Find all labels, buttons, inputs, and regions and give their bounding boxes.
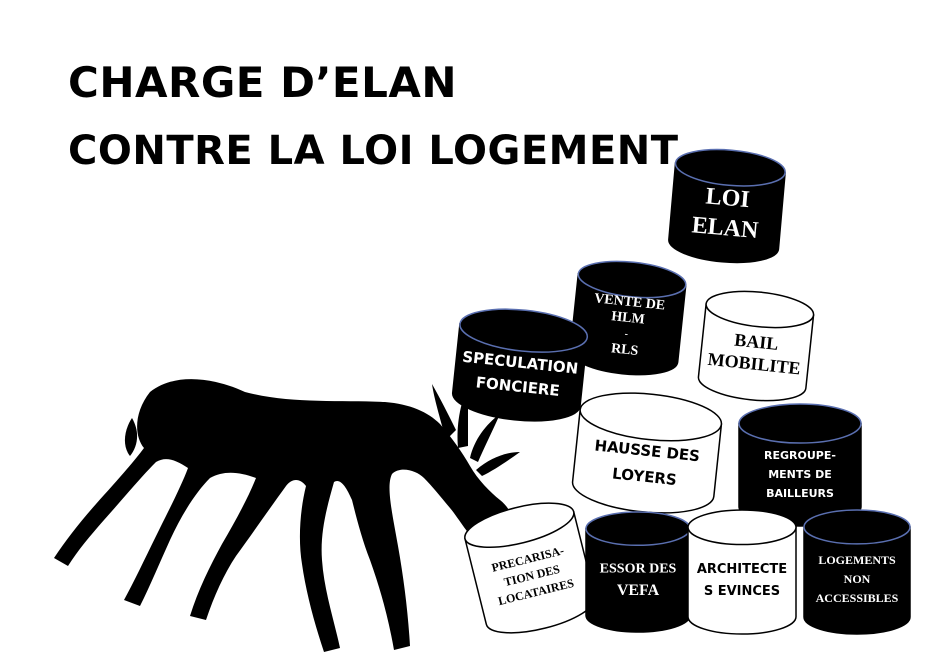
barrel-label-line: LOGEMENTS bbox=[818, 553, 896, 567]
barrel-label-line: ACCESSIBLES bbox=[816, 591, 899, 605]
barrel-architectes-evinces: ARCHITECTE S EVINCES bbox=[687, 509, 797, 635]
moose-silhouette-icon bbox=[54, 379, 520, 652]
barrel-label-line: RLS bbox=[610, 341, 639, 359]
barrel-label-line: BAILLEURS bbox=[766, 487, 834, 500]
barrel-label-line: ELAN bbox=[691, 212, 760, 244]
title-line-2: CONTRE LA LOI LOGEMENT bbox=[68, 128, 679, 174]
barrel-logements-non-accessibles: LOGEMENTS NON ACCESSIBLES bbox=[803, 509, 911, 635]
barrel-label-line: NON bbox=[844, 572, 871, 586]
barrel-label-line: MENTS DE bbox=[768, 468, 832, 481]
barrel-label-line: VEFA bbox=[617, 582, 660, 599]
barrel-label-line: ARCHITECTE bbox=[697, 562, 787, 577]
barrel-label-line: ESSOR DES bbox=[600, 562, 677, 577]
barrel-label-line: HLM bbox=[611, 309, 646, 327]
barrel-label-line: S EVINCES bbox=[704, 584, 780, 599]
barrel-label-line: REGROUPE- bbox=[764, 449, 836, 462]
barrel-label-line: VENTE DE bbox=[593, 291, 665, 313]
barrel-label-line: - bbox=[624, 329, 628, 340]
barrel-label-line: BAIL bbox=[734, 330, 780, 354]
barrel-label-line: LOI bbox=[705, 183, 751, 213]
title-line-1: CHARGE D’ELAN bbox=[68, 58, 458, 107]
barrel-regroupements-bailleurs: REGROUPE- MENTS DE BAILLEURS bbox=[738, 403, 862, 527]
barrel-essor-vefa: ESSOR DES VEFA bbox=[585, 511, 691, 633]
